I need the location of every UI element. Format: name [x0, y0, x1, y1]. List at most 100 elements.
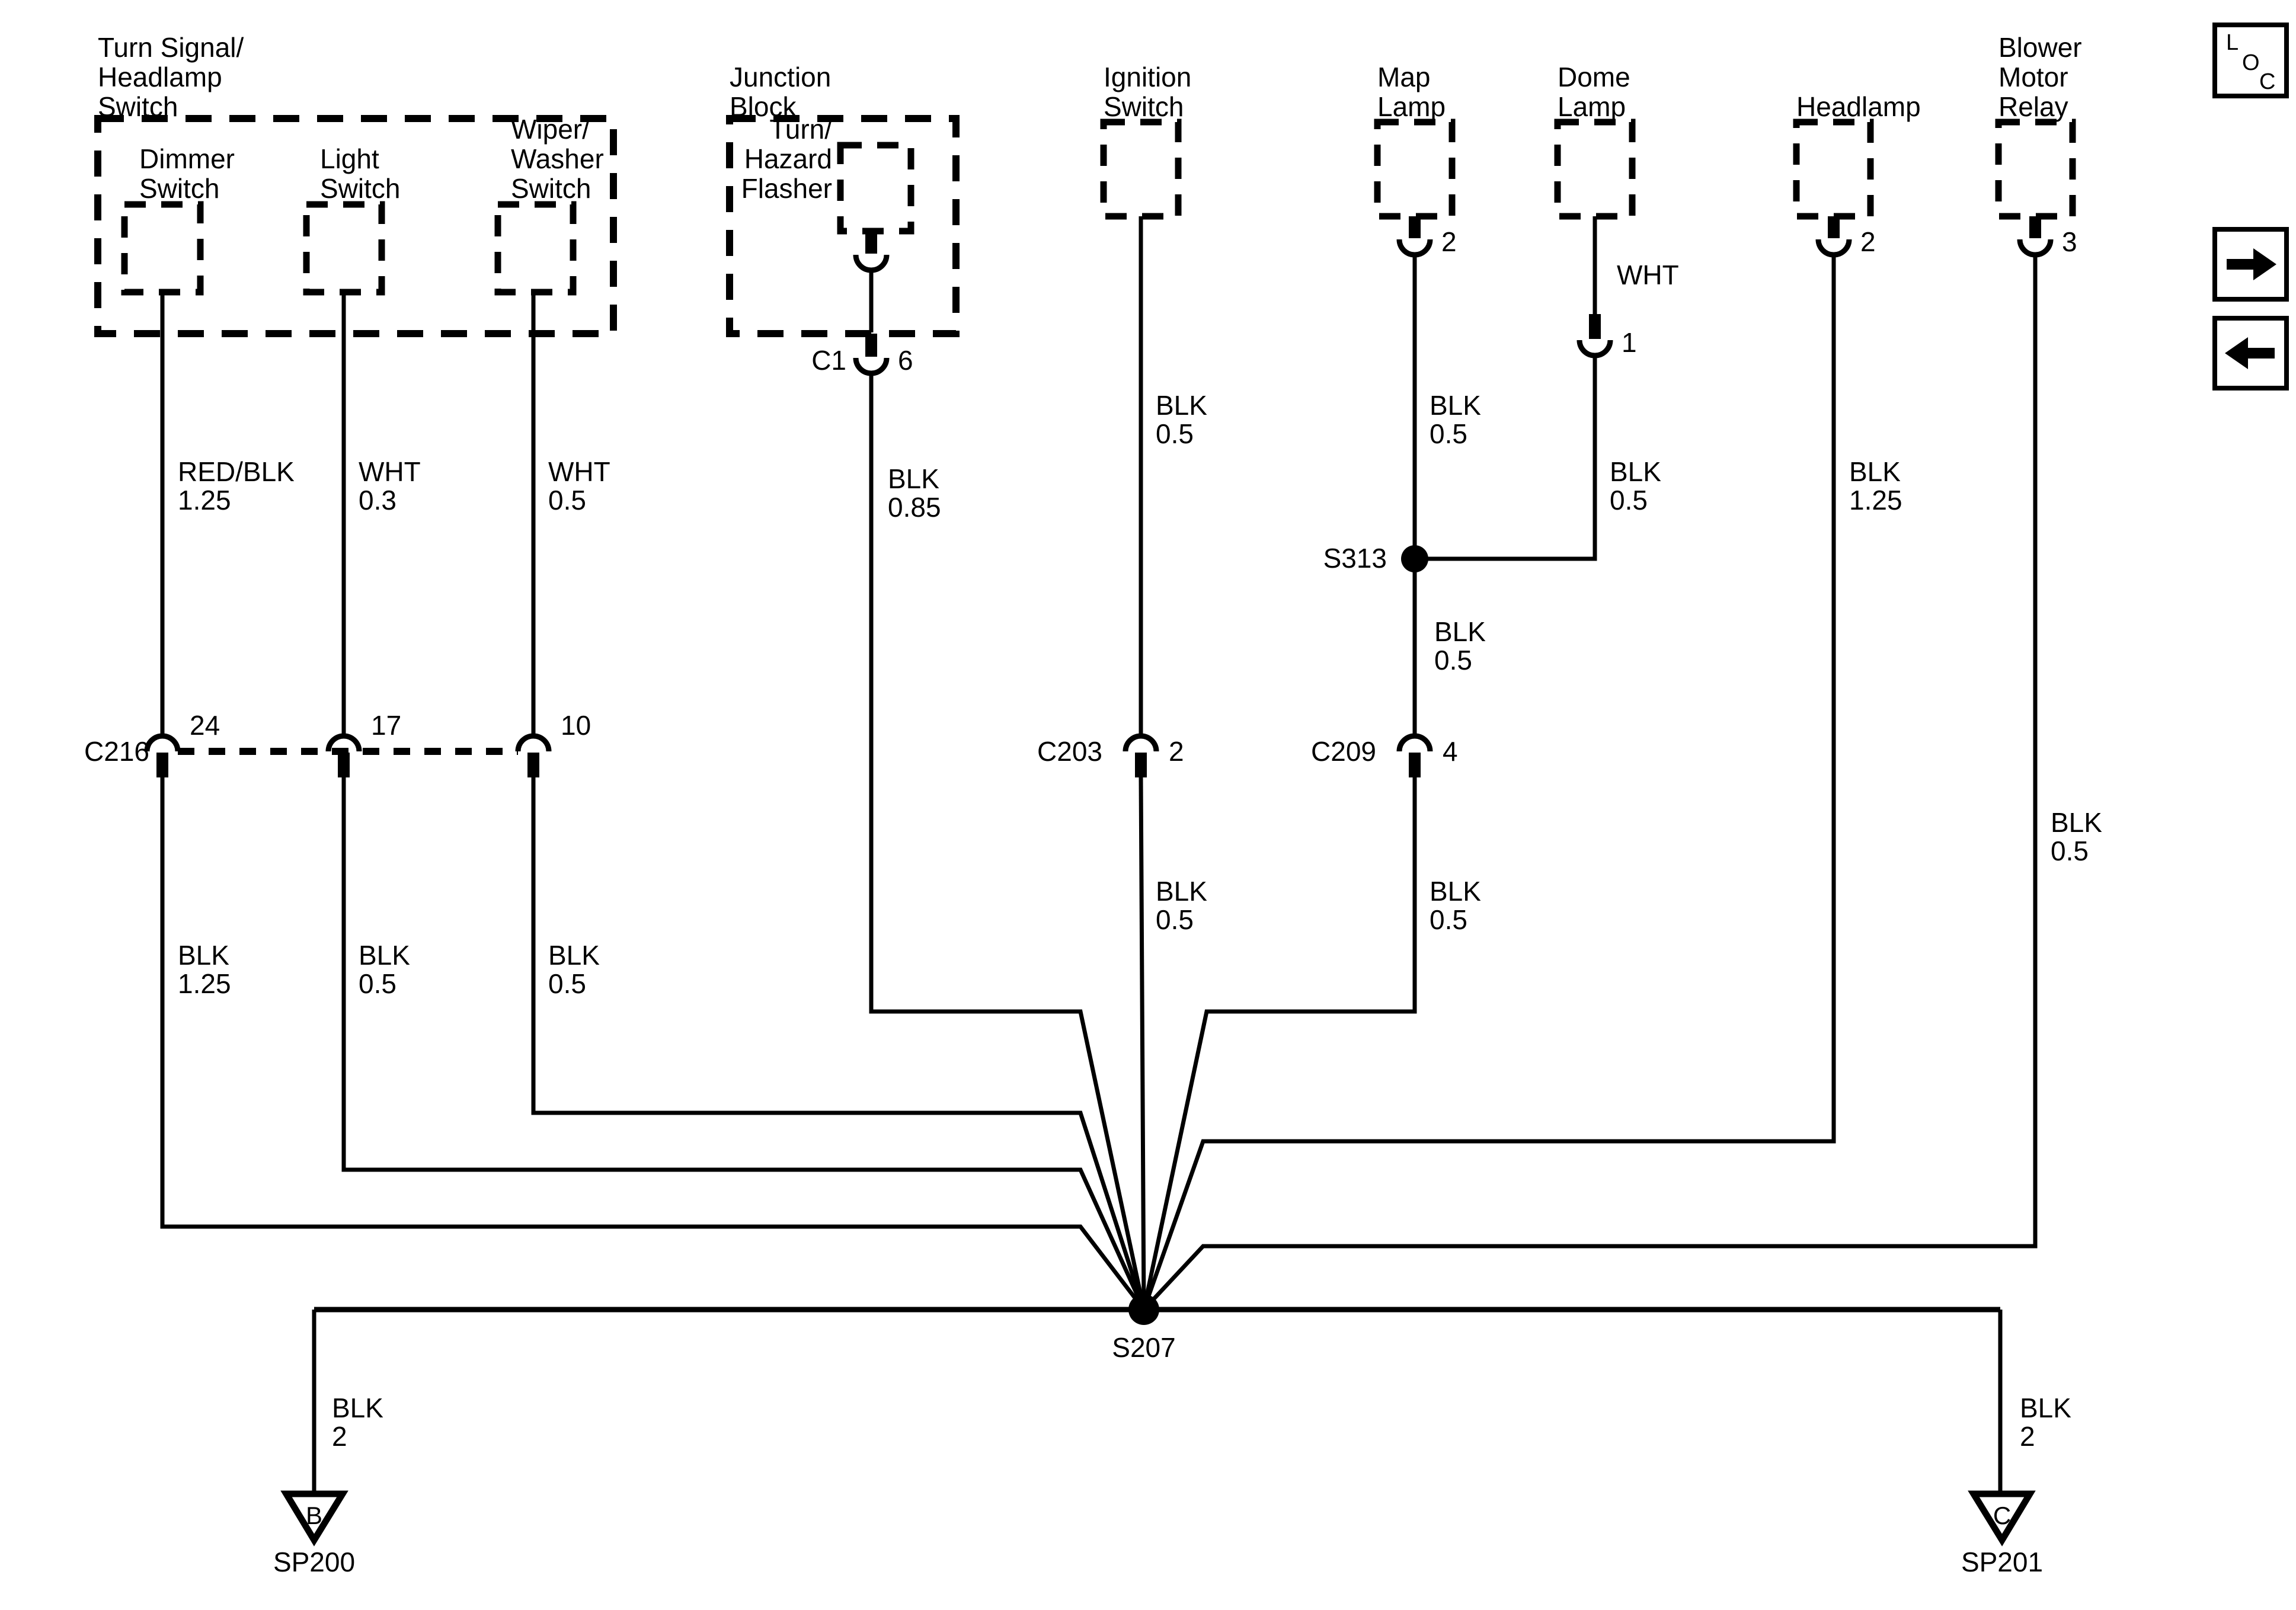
component-label-line: Map	[1377, 62, 1430, 92]
wire-label-s313-down: BLK 0.5	[1434, 616, 1486, 676]
component-label-line: Junction	[730, 62, 831, 92]
connector-c216-dimmer-icon	[144, 733, 181, 777]
ground-label: SP200	[273, 1547, 355, 1577]
wire-color: WHT	[359, 456, 421, 487]
component-label-line: Switch	[320, 173, 400, 204]
arrow-right-icon	[2227, 248, 2276, 280]
ground-letter: C	[1993, 1502, 2011, 1529]
wire-color: BLK	[1430, 390, 1481, 421]
wire-color: BLK	[548, 940, 600, 971]
wire-label-junction: BLK 0.85	[888, 463, 941, 523]
label-headlamp: Headlamp	[1796, 91, 1921, 122]
label-wiper-washer-switch: Wiper/ Washer Switch	[511, 114, 604, 204]
component-label-line: Blower	[1998, 32, 2082, 63]
connector-c216-wiper-icon	[515, 733, 552, 777]
component-label-line: Switch	[98, 91, 178, 122]
loc-letter-l: L	[2226, 30, 2239, 55]
connector-c216-pin-wiper: 10	[561, 710, 591, 741]
connector-c1-pin: 6	[898, 345, 913, 376]
component-label-line: Headlamp	[98, 62, 222, 92]
box-turn-hazard-flasher	[837, 142, 914, 235]
wire-gauge: 0.5	[1430, 418, 1467, 449]
previous-page-button[interactable]	[2212, 316, 2289, 391]
wire-color: BLK	[332, 1393, 383, 1423]
wire-label-light-lower: BLK 0.5	[359, 940, 410, 999]
ground-letter: B	[306, 1502, 322, 1529]
wire-color: BLK	[1156, 390, 1207, 421]
wire-headlamp-to-s207	[1141, 255, 1836, 1311]
wire-label-dome-wht: WHT	[1617, 260, 1679, 290]
wire-color: BLK	[1434, 616, 1486, 647]
connector-c209-name: C209	[1311, 736, 1376, 767]
wire-color: BLK	[1156, 876, 1207, 907]
connector-c216-pin-light: 17	[371, 710, 401, 741]
wire-color: BLK	[2051, 807, 2102, 838]
wire-label-dome-blk: BLK 0.5	[1610, 456, 1661, 516]
connector-c209-icon	[1396, 733, 1433, 777]
connector-c209-pin: 4	[1443, 736, 1458, 767]
next-page-button[interactable]	[2212, 227, 2289, 302]
wire-light-to-s207	[341, 292, 1146, 1311]
splice-s207-dot	[1128, 1294, 1159, 1325]
splice-s207-label: S207	[1112, 1332, 1175, 1363]
loc-legend-button[interactable]: L O C	[2212, 23, 2289, 98]
box-ignition-switch	[1100, 119, 1182, 220]
connector-blower-icon	[2017, 216, 2054, 258]
connector-c203-icon	[1123, 733, 1159, 777]
wire-color: BLK	[178, 940, 229, 971]
arrow-left-icon	[2225, 337, 2275, 369]
wire-label-sp201: BLK 2	[2020, 1393, 2071, 1452]
label-blower-motor-relay: Blower Motor Relay	[1998, 32, 2082, 122]
connector-dome-pin: 1	[1622, 327, 1637, 358]
splice-s313-label: S313	[1323, 543, 1387, 574]
wire-color: BLK	[1430, 876, 1481, 907]
label-turn-hazard-flasher: Turn/ Hazard Flasher	[741, 114, 833, 204]
wire-flasher-to-s207	[869, 270, 1146, 1310]
wire-label-dimmer-lower: BLK 1.25	[178, 940, 231, 999]
wire-gauge: 0.5	[2051, 836, 2089, 866]
ground-triangle-icon	[280, 1490, 348, 1547]
box-map-lamp	[1374, 119, 1456, 220]
component-label-line: Flasher	[741, 173, 832, 204]
wire-dimmer-to-s207	[160, 292, 1146, 1311]
wire-gauge: 2	[332, 1421, 347, 1452]
wire-gauge: 0.5	[1434, 645, 1472, 676]
wire-label-wiper-upper: WHT 0.5	[548, 456, 610, 516]
ground-label: SP201	[1961, 1547, 2043, 1577]
ground-sp201: C SP201	[1961, 1490, 2043, 1577]
box-blower-motor-relay	[1995, 119, 2076, 220]
wire-label-light-upper: WHT 0.3	[359, 456, 421, 516]
component-label-line: Hazard	[744, 143, 832, 174]
connector-c1-icon	[853, 334, 890, 376]
wire-gauge: 0.85	[888, 492, 941, 523]
wire-map-to-s207	[1141, 255, 1417, 1310]
connector-headlamp-icon	[1815, 216, 1852, 258]
component-label-line: Dome	[1558, 62, 1630, 92]
wire-color: BLK	[2020, 1393, 2071, 1423]
wire-label-sp200: BLK 2	[332, 1393, 383, 1452]
wire-gauge: 0.5	[1610, 485, 1648, 516]
component-label-line: Dimmer	[139, 143, 235, 174]
connector-blower-pin: 3	[2062, 226, 2077, 257]
wire-color: BLK	[359, 940, 410, 971]
wire-color: BLK	[1610, 456, 1661, 487]
label-turn-signal-headlamp-switch: Turn Signal/ Headlamp Switch	[98, 32, 244, 122]
component-label-line: Light	[320, 143, 379, 174]
box-light-switch	[303, 201, 385, 296]
connector-c203-pin: 2	[1169, 736, 1184, 767]
wire-gauge: 0.5	[1430, 904, 1467, 935]
splice-s313-dot	[1401, 545, 1428, 572]
box-wiper-washer-switch	[494, 201, 577, 296]
loc-letter-o: O	[2242, 50, 2260, 75]
connector-flasher-terminal-icon	[853, 231, 890, 273]
wire-wiper-to-s207	[531, 292, 1146, 1311]
label-light-switch: Light Switch	[320, 143, 400, 204]
wire-blower-to-s207	[1142, 255, 2038, 1311]
wire-label-map-upper: BLK 0.5	[1430, 390, 1481, 449]
wire-gauge: 0.5	[1156, 418, 1194, 449]
wire-gauge: 0.5	[359, 968, 396, 999]
wire-gauge: 0.5	[1156, 904, 1194, 935]
wire-gauge: 2	[2020, 1421, 2035, 1452]
